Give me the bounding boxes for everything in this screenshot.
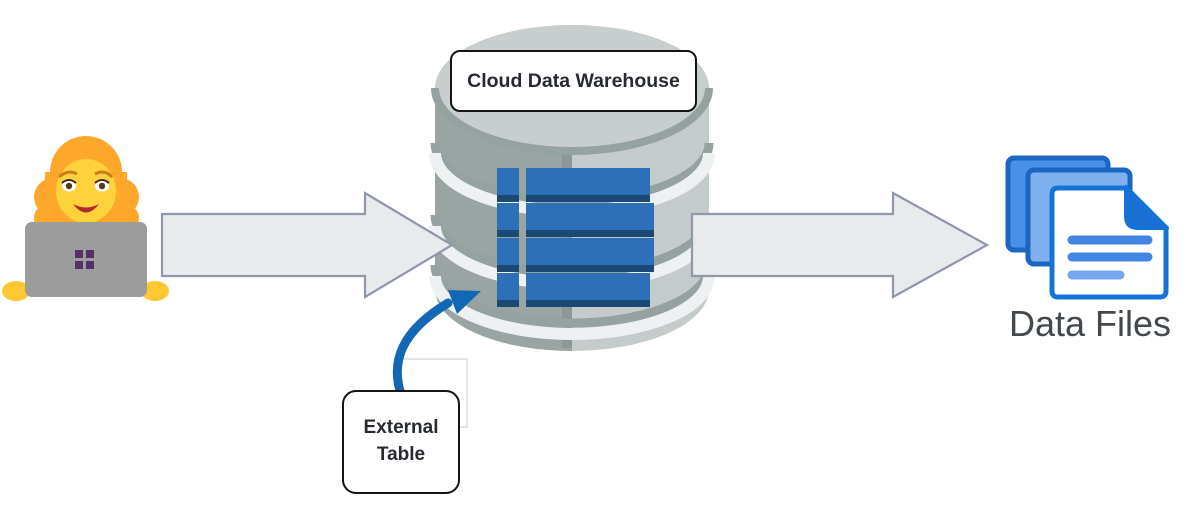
folded-corner [1124, 185, 1169, 230]
right-eyebrow [94, 170, 114, 179]
warehouse-label-box: Cloud Data Warehouse [450, 50, 697, 112]
table-row [497, 203, 654, 237]
left-hand [2, 281, 30, 301]
mouth [73, 204, 99, 213]
laptop-logo [75, 250, 94, 269]
flow-arrow-right [690, 191, 990, 299]
external-table-label-box: External Table [342, 390, 460, 494]
document-text-lines [1067, 235, 1153, 280]
left-eyebrow [58, 170, 78, 179]
data-files-icon [1005, 155, 1169, 300]
face [56, 159, 116, 223]
flow-arrow-left [160, 191, 455, 299]
right-hand [141, 281, 169, 301]
table-row [497, 238, 654, 272]
warehouse-label-text: Cloud Data Warehouse [467, 69, 680, 92]
curved-arrow-icon [392, 290, 481, 396]
table-rows-icon [497, 168, 654, 307]
external-table-label-text: External Table [363, 417, 439, 465]
table-row [497, 168, 650, 202]
woman-technologist-icon [2, 136, 169, 301]
laptop [25, 222, 147, 297]
data-files-caption: Data Files [1008, 303, 1172, 344]
table-row [497, 273, 650, 307]
